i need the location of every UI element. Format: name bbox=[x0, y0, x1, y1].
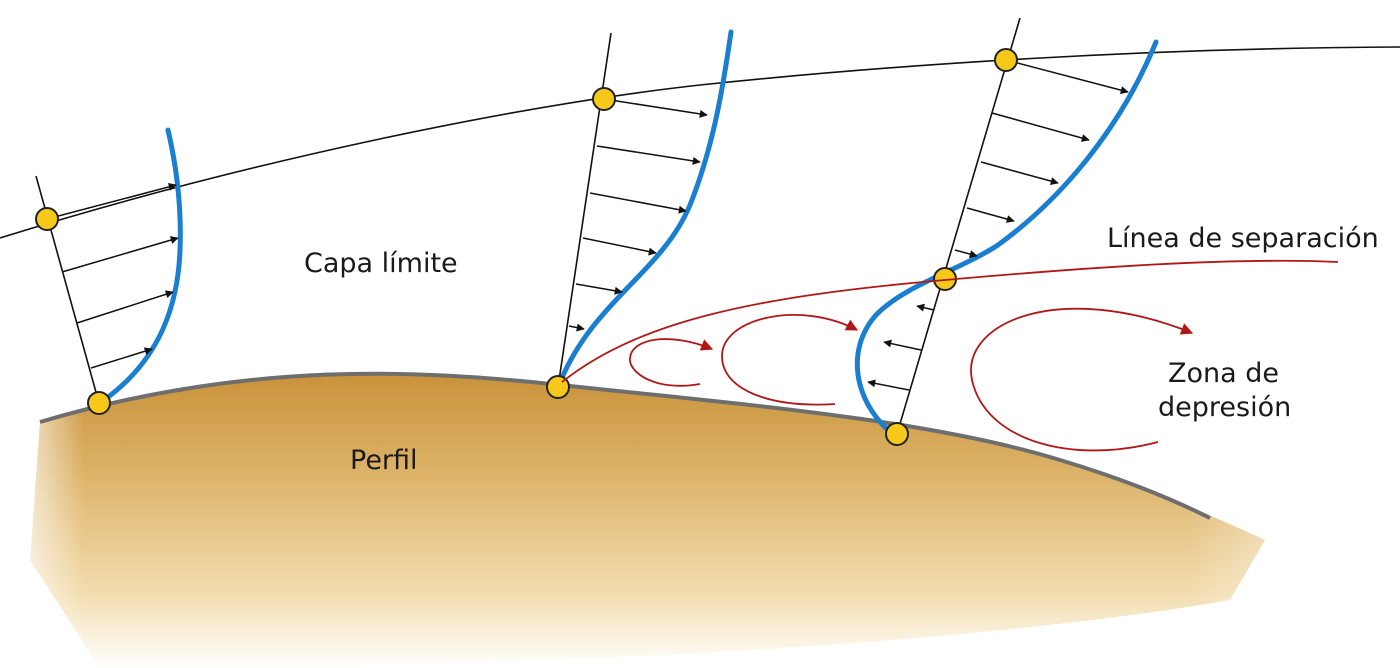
boundary-layer-edge bbox=[0, 46, 1400, 239]
velocity-station-1 bbox=[35, 127, 183, 415]
wake-zone-label-line1: Zona de bbox=[1168, 358, 1279, 389]
station-3-normal-line bbox=[896, 17, 1021, 435]
station-3-wall-point bbox=[885, 422, 909, 446]
station-2-arrow bbox=[589, 192, 687, 214]
separation-line-label: Línea de separación bbox=[1107, 223, 1379, 254]
station-3-arrow bbox=[954, 249, 978, 258]
station-3-arrow bbox=[1005, 59, 1129, 95]
airfoil-fade bbox=[0, 360, 1400, 668]
station-1-arrow bbox=[46, 182, 177, 220]
station-1-arrow bbox=[76, 290, 174, 324]
boundary-layer-label: Capa límite bbox=[304, 248, 458, 279]
velocity-station-2 bbox=[546, 29, 734, 399]
vortex-large bbox=[970, 307, 1194, 452]
station-2-arrow bbox=[575, 283, 623, 295]
station-2-arrow bbox=[568, 323, 585, 332]
station-2-edge-point bbox=[592, 87, 616, 111]
station-3-arrow bbox=[991, 112, 1090, 142]
station-3-velocity-profile bbox=[854, 39, 1159, 433]
station-3-reverse-arrow bbox=[916, 303, 935, 312]
separation-line bbox=[561, 259, 1339, 383]
airfoil-surface-edge bbox=[39, 371, 1211, 520]
station-2-arrow bbox=[603, 98, 708, 118]
station-3-reverse-arrow bbox=[883, 339, 922, 351]
vortex-small bbox=[629, 338, 714, 387]
station-1-arrow bbox=[90, 347, 153, 369]
station-3-arrow bbox=[966, 207, 1015, 223]
vortex-medium bbox=[721, 314, 859, 406]
profile-label: Perfil bbox=[350, 445, 418, 476]
station-2-arrow bbox=[596, 145, 701, 165]
station-2-velocity-profile bbox=[558, 29, 734, 383]
station-3-arrow bbox=[980, 161, 1059, 185]
airfoil-profile bbox=[0, 360, 1400, 668]
recirculation-vortices bbox=[629, 307, 1194, 452]
station-3-edge-point bbox=[994, 48, 1018, 72]
station-1-arrow bbox=[61, 236, 179, 273]
station-1-edge-point bbox=[35, 207, 59, 231]
station-2-arrow bbox=[582, 237, 657, 256]
station-3-reverse-arrow bbox=[867, 379, 910, 391]
station-1-wall-point bbox=[87, 391, 111, 415]
station-1-velocity-profile bbox=[101, 127, 183, 403]
wake-zone-label-line2: depresión bbox=[1158, 392, 1291, 423]
